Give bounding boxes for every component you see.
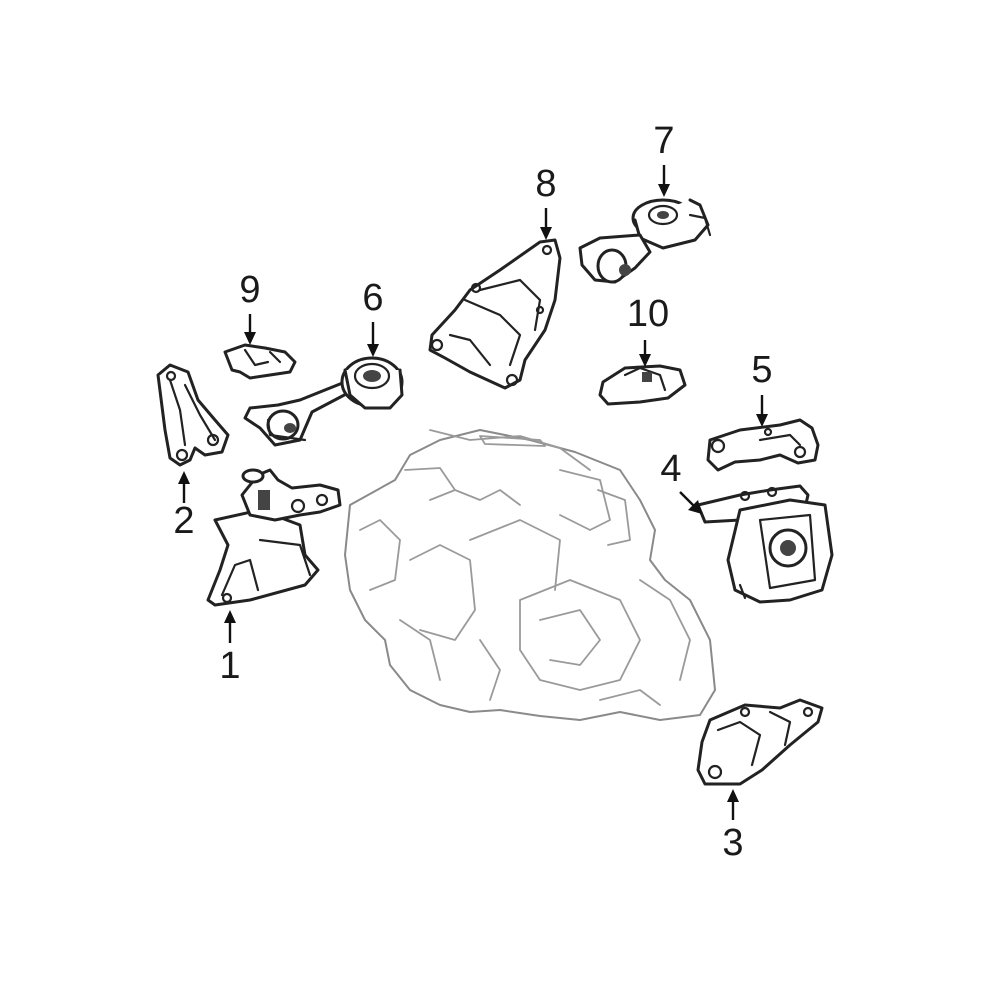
callout-5: 5: [751, 349, 772, 391]
callout-7: 7: [653, 120, 674, 162]
callout-2: 2: [173, 500, 194, 542]
part-1-engine-mount: [206, 468, 342, 607]
part-2-bracket: [156, 363, 230, 467]
callout-arrows: [178, 165, 768, 820]
callout-8: 8: [535, 163, 556, 205]
part-10-cushion: [598, 364, 687, 406]
part-3-lower-bracket: [696, 698, 824, 786]
part-5-bracket: [706, 418, 820, 472]
part-6-torque-rod: [243, 356, 404, 447]
part-7-upper-torque-rod: [578, 198, 712, 284]
part-9-stopper: [223, 343, 297, 380]
callout-4: 4: [660, 448, 681, 490]
part-8-mount-bracket: [428, 238, 562, 390]
callout-9: 9: [239, 269, 260, 311]
callout-3: 3: [722, 822, 743, 864]
callout-1: 1: [219, 645, 240, 687]
callout-6: 6: [362, 277, 383, 319]
engine-transaxle-assembly: [344, 429, 716, 721]
part-4-transmission-mount: [696, 484, 834, 604]
callout-10: 10: [627, 293, 669, 335]
callout-labels: 1 2 3 4 5 6 7 8 9 10: [173, 120, 772, 864]
